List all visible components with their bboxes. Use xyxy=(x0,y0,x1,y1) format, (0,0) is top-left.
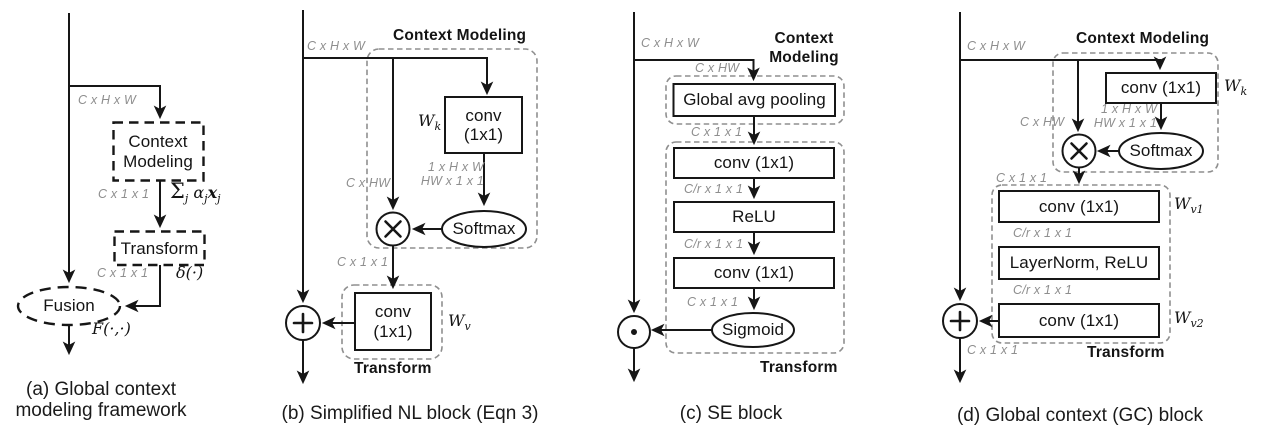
transform-to-fusion-arrow xyxy=(124,265,161,313)
multiply-icon xyxy=(1070,142,1088,160)
panel-b-caption: (b) Simplified NL block (Eqn 3) xyxy=(281,403,539,424)
transform-box-label: Transform xyxy=(120,238,199,258)
global-avg-pooling-label: Global avg pooling xyxy=(683,90,826,110)
conv-k-box xyxy=(444,96,523,154)
softmax-label: Softmax xyxy=(452,219,516,239)
dim-label-input: C x H x W xyxy=(78,93,137,107)
global-avg-pooling-box xyxy=(672,83,836,117)
conv2-label: conv (1x1) xyxy=(713,263,795,283)
dim-label-cr1: C/r x 1 x 1 xyxy=(1013,226,1073,240)
multiply-icon xyxy=(384,220,402,238)
plus-icon xyxy=(949,310,971,332)
context-modeling-dashed-box xyxy=(366,48,538,249)
transform-dashed-box xyxy=(991,184,1171,344)
fusion-label: Fusion xyxy=(43,296,95,316)
dim-label-c11-bot: C x 1 x 1 xyxy=(687,295,739,309)
dot-product-icon xyxy=(631,329,637,335)
conv-k-box-label: conv (1x1) xyxy=(1120,78,1202,98)
transform-title: Transform xyxy=(354,360,432,377)
dim-label-cr2: C/r x 1 x 1 xyxy=(1013,283,1073,297)
fusion-function-label: F(·,·) xyxy=(92,319,131,338)
plus-icon xyxy=(292,312,314,334)
dim-label-input: C x H x W xyxy=(641,36,700,50)
delta-function-label: δ(·) xyxy=(176,263,204,282)
dim-label-c11-bot: C x 1 x 1 xyxy=(967,343,1019,357)
conv-v2-box xyxy=(998,303,1160,338)
context-modeling-title: Context Modeling xyxy=(1076,30,1210,47)
relu-box xyxy=(673,201,835,233)
conv1-label: conv (1x1) xyxy=(713,153,795,173)
panel-c-caption: (c) SE block xyxy=(679,403,783,424)
relu-label: ReLU xyxy=(732,207,776,227)
dim-label-c11: C x 1 x 1 xyxy=(337,255,389,269)
attention-sum-formula: Σj αjxj xyxy=(170,179,221,206)
softmax-ellipse xyxy=(1118,132,1204,170)
dim-label-softmax-in: 1 x H x W HW x 1 x 1 xyxy=(420,160,484,188)
branch-to-context-modeling xyxy=(69,85,167,120)
conv-v2-box-label: conv (1x1) xyxy=(1038,310,1120,330)
dim-label-chw: C x HW xyxy=(346,176,391,190)
conv-v1-box-label: conv (1x1) xyxy=(1038,196,1120,216)
dim-label-softmax-in: 1 x H x W HW x 1 x 1 xyxy=(1093,102,1157,130)
panel-c-graphics xyxy=(617,12,845,383)
transform-dashed-box xyxy=(665,141,845,354)
softmax-label: Softmax xyxy=(1129,141,1193,161)
context-modeling-box-label: Context Modeling xyxy=(123,132,193,171)
dim-label-c11-mid: C x 1 x 1 xyxy=(996,171,1048,185)
dim-label-chw: C x HW xyxy=(1020,115,1065,129)
transform-title: Transform xyxy=(760,359,838,376)
transform-title: Transform xyxy=(1087,344,1165,361)
wv2-weight-label: Wv2 xyxy=(1174,308,1204,331)
layernorm-relu-box xyxy=(998,246,1160,280)
conv1-box xyxy=(673,147,835,179)
panel-d-graphics xyxy=(942,12,1219,384)
context-modeling-title: Context Modeling xyxy=(769,30,839,66)
wk-weight-label: Wk xyxy=(1224,76,1248,99)
dim-label-transform-out: C x 1 x 1 xyxy=(97,266,149,280)
conv-v-box xyxy=(354,292,432,351)
layernorm-relu-label: LayerNorm, ReLU xyxy=(1009,253,1149,273)
dim-label-input: C x H x W xyxy=(967,39,1026,53)
context-modeling-dashed-box xyxy=(112,121,205,182)
dim-label-input: C x H x W xyxy=(307,39,366,53)
wv-weight-label: Wv xyxy=(448,311,471,334)
panel-b-graphics xyxy=(285,10,538,385)
panel-d-caption: (d) Global context (GC) block xyxy=(956,405,1204,426)
branch-to-conv-k xyxy=(303,57,494,96)
sigmoid-ellipse xyxy=(711,312,795,348)
dim-label-cr2: C/r x 1 x 1 xyxy=(684,237,744,251)
branch-to-pooling xyxy=(634,59,760,82)
conv-v-box-label: conv (1x1) xyxy=(373,302,413,341)
fusion-ellipse xyxy=(16,285,122,327)
wv1-weight-label: Wv1 xyxy=(1174,194,1204,217)
conv-k-box xyxy=(1105,72,1217,104)
sigmoid-label: Sigmoid xyxy=(721,320,785,340)
softmax-ellipse xyxy=(441,210,527,248)
panel-a-caption: (a) Global context modeling framework xyxy=(15,379,187,421)
conv2-box xyxy=(673,257,835,289)
conv-k-box-label: conv (1x1) xyxy=(463,105,504,144)
conv-v1-box xyxy=(998,190,1160,223)
context-modeling-title: Context Modeling xyxy=(393,27,527,44)
branch-to-conv-k xyxy=(960,56,1167,71)
dim-label-c11-top: C x 1 x 1 xyxy=(691,125,743,139)
panel-a-graphics xyxy=(16,13,206,356)
dim-label-cr1: C/r x 1 x 1 xyxy=(684,182,744,196)
context-modeling-dashed-box xyxy=(1052,52,1219,173)
wk-weight-label: Wk xyxy=(418,111,442,134)
dim-label-context-out: C x 1 x 1 xyxy=(98,187,150,201)
dim-label-chw: C x HW xyxy=(695,61,740,75)
